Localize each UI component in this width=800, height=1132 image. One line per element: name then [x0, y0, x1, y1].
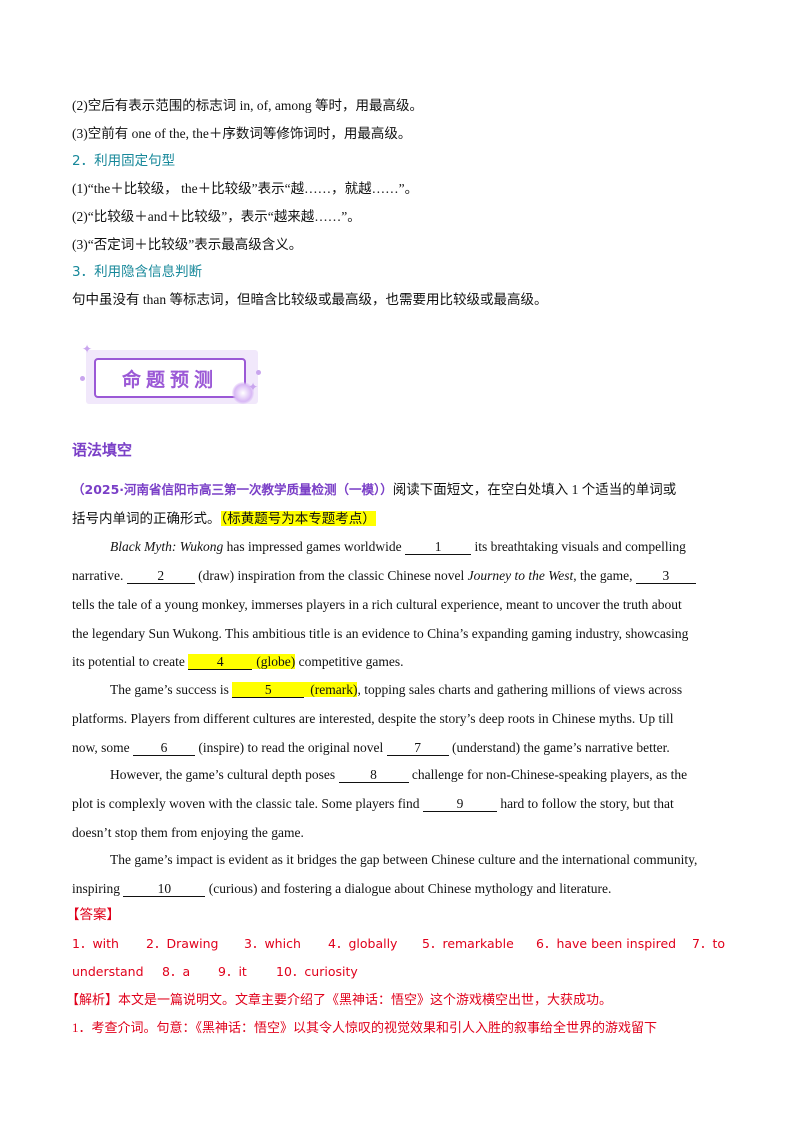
passage-line-10: plot is complexly woven with the classic… — [72, 796, 674, 812]
blank-10[interactable]: 10 — [123, 881, 206, 897]
intro-line-1: （2025·河南省信阳市高三第一次教学质量检测（一模））阅读下面短文，在空白处填… — [72, 482, 677, 497]
passage-line-5: its potential to create 4(globe) competi… — [72, 654, 404, 670]
section-title: 语法填空 — [72, 441, 133, 459]
passage-line-13: inspiring 10 (curious) and fostering a d… — [72, 881, 612, 897]
answer-label: 【答案】 — [66, 907, 120, 922]
blank-8[interactable]: 8 — [338, 767, 409, 783]
blank-5[interactable]: 5 — [232, 682, 305, 698]
rule-line-3: (3)空前有 one of the, the＋序数词等修饰词时，用最高级。 — [72, 126, 412, 141]
rule-line-2: (2)空后有表示范围的标志词 in, of, among 等时，用最高级。 — [72, 98, 423, 113]
section-banner: 命题预测 ✦ ✦ — [80, 342, 262, 408]
passage-line-3: tells the tale of a young monkey, immers… — [72, 597, 682, 612]
passage-line-11: doesn’t stop them from enjoying the game… — [72, 825, 304, 840]
star-icon: ✦ — [248, 380, 259, 394]
blank-6[interactable]: 6 — [133, 740, 195, 756]
passage-line-4: the legendary Sun Wukong. This ambitious… — [72, 626, 689, 641]
passage-line-8: now, some 6 (inspire) to read the origin… — [72, 740, 670, 756]
banner-title: 命题预测 — [121, 368, 218, 391]
passage-line-9: However, the game’s cultural depth poses… — [110, 767, 688, 783]
passage-line-7: platforms. Players from different cultur… — [72, 711, 674, 726]
blank-4[interactable]: 4 — [188, 654, 253, 670]
passage-line-6: The game’s success is 5(remark), topping… — [110, 682, 683, 698]
sparkle-icon — [232, 382, 254, 404]
rule-line-6: (3)“否定词＋比较级”表示最高级含义。 — [72, 237, 303, 252]
analysis-line: 【解析】本文是一篇说明文。文章主要介绍了《黑神话：悟空》这个游戏横空出世，大获成… — [66, 992, 613, 1007]
rule-line-4: (1)“the＋比较级， the＋比较级”表示“越……，就越……”。 — [72, 181, 419, 196]
rule-line-7: 句中虽没有 than 等标志词，但暗含比较级或最高级，也需要用比较级或最高级。 — [72, 292, 548, 307]
blank-2[interactable]: 2 — [126, 568, 195, 584]
passage-line-1: Black Myth: Wukong has impressed games w… — [110, 539, 686, 555]
rule-line-5: (2)“比较级＋and＋比较级”，表示“越来越……”。 — [72, 209, 361, 224]
source-label: （2025·河南省信阳市高三第一次教学质量检测（一模）） — [72, 482, 393, 497]
blank-7[interactable]: 7 — [386, 740, 449, 756]
blank-9[interactable]: 9 — [422, 796, 497, 812]
analysis-q1: 1．考查介词。句意：《黑神话：悟空》以其令人惊叹的视觉效果和引人入胜的叙事给全世… — [72, 1020, 658, 1035]
blank-3[interactable]: 3 — [635, 568, 696, 584]
intro-line-2: 括号内单词的正确形式。（标黄题号为本专题考点） — [72, 511, 376, 526]
rule-heading-2: 2．利用固定句型 — [72, 153, 176, 169]
note-highlight: （标黄题号为本专题考点） — [220, 511, 376, 526]
blank-1[interactable]: 1 — [405, 539, 472, 555]
passage-line-2: narrative. 2 (draw) inspiration from the… — [72, 567, 728, 585]
star-icon: ✦ — [82, 342, 93, 356]
passage-line-12: The game’s impact is evident as it bridg… — [110, 852, 698, 867]
rule-heading-3: 3．利用隐含信息判断 — [72, 264, 203, 280]
